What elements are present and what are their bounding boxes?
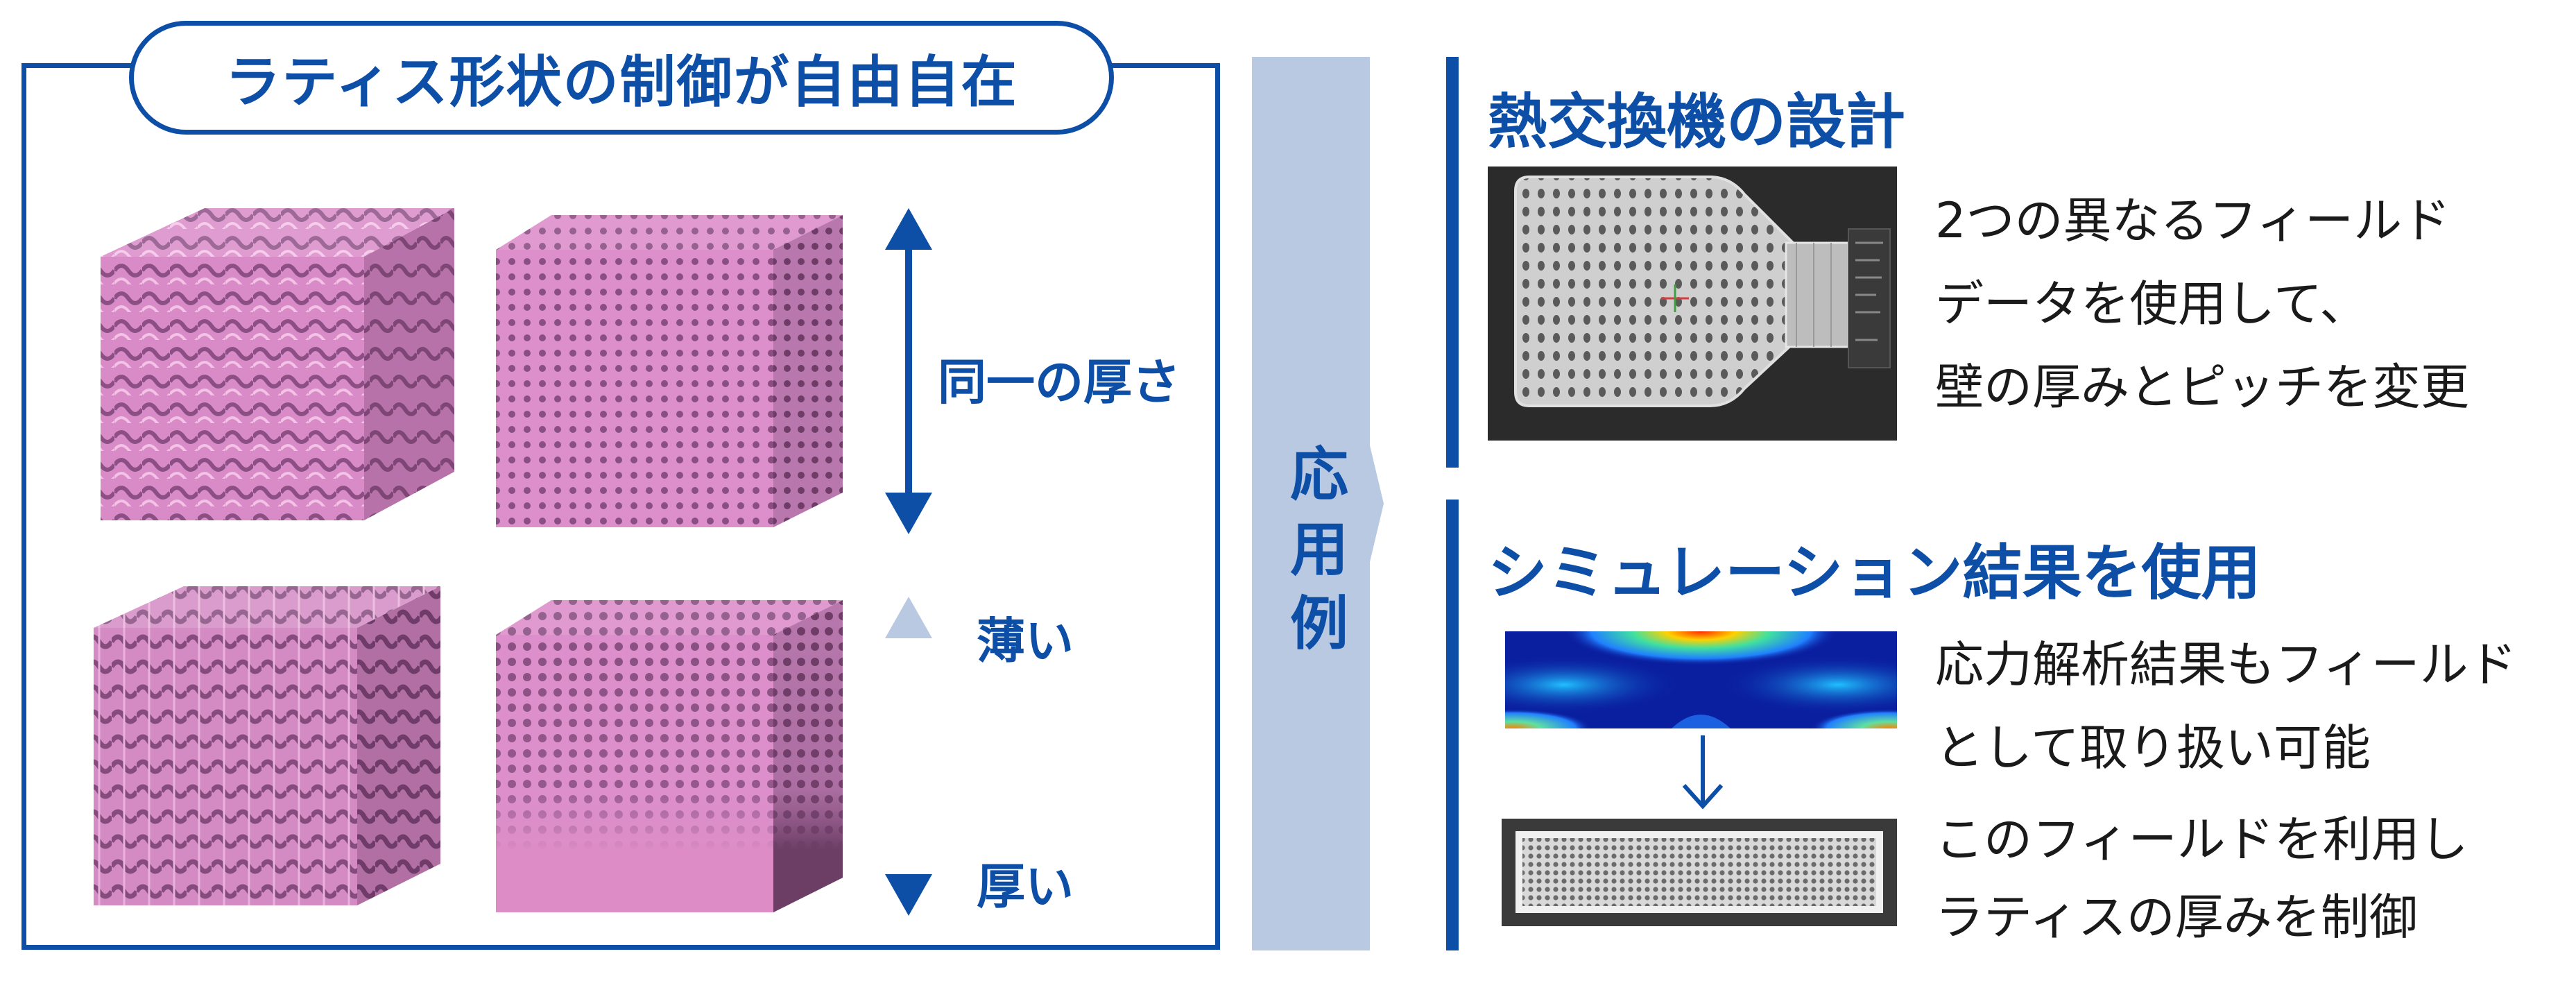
application-band-label: 応 用 例: [1252, 57, 1384, 950]
application-char-2: 用: [1290, 515, 1349, 583]
simulation-desc-a-line-1: 応力解析結果もフィールド: [1935, 636, 2517, 693]
thick-label: 厚い: [977, 858, 1074, 915]
heat-exchanger-title: 熱交換機の設計: [1488, 87, 1905, 157]
lattice-cube-fine-graded: [489, 593, 850, 919]
same-thickness-label: 同一の厚さ: [938, 354, 1180, 411]
gradient-arrow-icon: [885, 597, 932, 916]
simulation-desc-b-line-1: このフィールドを利用し: [1935, 811, 2468, 868]
double-arrow-icon: [885, 208, 932, 534]
panel-title: ラティス形状の制御が自由自在: [225, 50, 1018, 114]
application-char-3: 例: [1290, 590, 1349, 658]
lattice-cube-fine-uniform: [489, 208, 850, 534]
heat-exchanger-desc-line-3: 壁の厚みとピッチを変更: [1935, 359, 2469, 416]
stress-analysis-image: [1505, 631, 1897, 728]
application-char-1: 応: [1290, 441, 1349, 509]
heat-exchanger-desc-line-1: 2つの異なるフィールド: [1935, 192, 2451, 249]
arrow-down-icon: [1682, 735, 1724, 810]
heat-exchanger-section-bar: [1446, 57, 1459, 468]
simulation-section-bar: [1446, 500, 1459, 950]
simulation-desc-b-line-2: ラティスの厚みを制御: [1935, 889, 2418, 946]
lattice-cube-coarse-graded: [87, 579, 447, 912]
simulation-desc-a-line-2: として取り扱い可能: [1935, 719, 2371, 776]
lattice-cube-coarse-uniform: [87, 201, 461, 527]
heat-exchanger-screenshot: [1488, 167, 1897, 441]
application-band-arrow: [1252, 57, 1384, 950]
heat-exchanger-desc-line-2: データを使用して、: [1935, 275, 2369, 332]
lattice-result-image: [1502, 819, 1897, 926]
thin-label: 薄い: [977, 613, 1074, 669]
panel-title-pill: ラティス形状の制御が自由自在: [129, 21, 1114, 135]
simulation-title: シミュレーション結果を使用: [1488, 538, 2261, 608]
